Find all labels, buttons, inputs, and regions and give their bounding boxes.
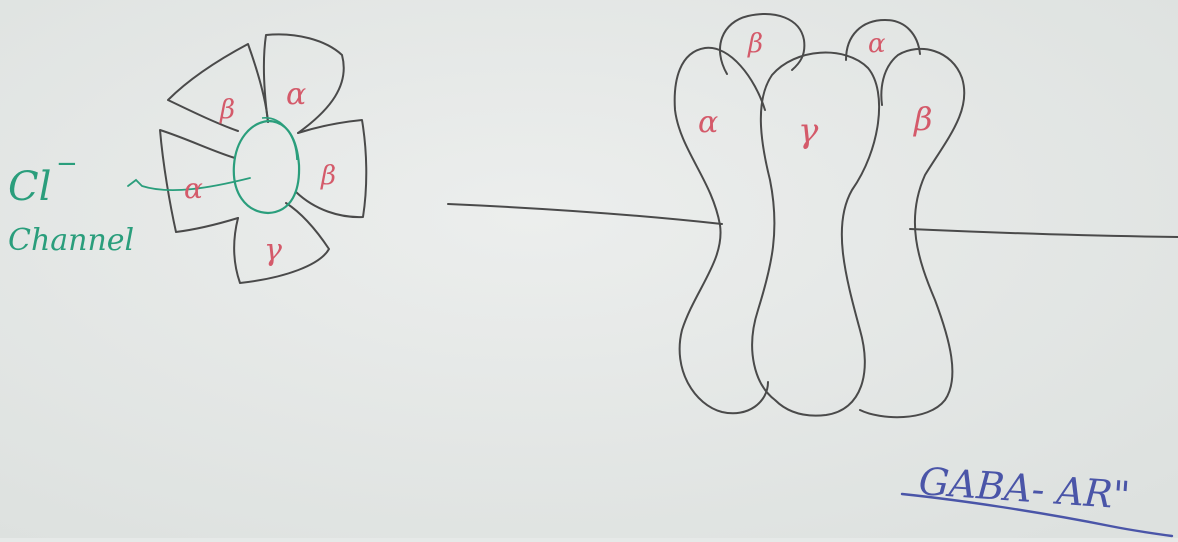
side-view-receptor: α β γ α β	[447, 13, 1178, 419]
subunit-alpha-left-outline	[673, 46, 769, 415]
channel-pointer-arrow	[127, 177, 251, 191]
membrane-line-right	[909, 228, 1178, 238]
label-beta-upper: β	[219, 95, 235, 125]
ion-charge: −	[56, 149, 78, 179]
side-label-alpha-left: α	[698, 105, 718, 140]
subunit-gamma-center-outline	[751, 51, 880, 417]
subunit-beta-right-outline	[859, 47, 966, 419]
channel-label: Channel	[8, 223, 134, 258]
subunit-alpha-back-outline	[845, 19, 921, 61]
channel-circle-stroke2	[261, 117, 298, 161]
subunit-beta-right-outline	[295, 119, 368, 219]
ion-label: Cl	[8, 164, 51, 210]
side-label-alpha-back: α	[868, 29, 886, 59]
subunit-gamma-bottom-outline	[233, 202, 330, 284]
label-alpha-upper: α	[286, 77, 306, 112]
caption-underline	[900, 492, 1174, 538]
label-gamma-bottom: γ	[264, 233, 282, 268]
side-label-gamma-center: γ	[798, 111, 819, 151]
membrane-line-left	[447, 203, 723, 225]
label-alpha-left: α	[184, 172, 203, 205]
top-view-pentamer: β α β γ α Cl − Channel	[8, 33, 368, 284]
subunit-alpha-upper-outline	[262, 33, 345, 134]
subunit-alpha-left-outline	[159, 129, 239, 233]
side-label-beta-right: β	[913, 100, 933, 138]
side-label-beta-back: β	[747, 29, 763, 59]
label-beta-right: β	[320, 161, 336, 191]
subunit-beta-upper-outline	[167, 43, 269, 132]
